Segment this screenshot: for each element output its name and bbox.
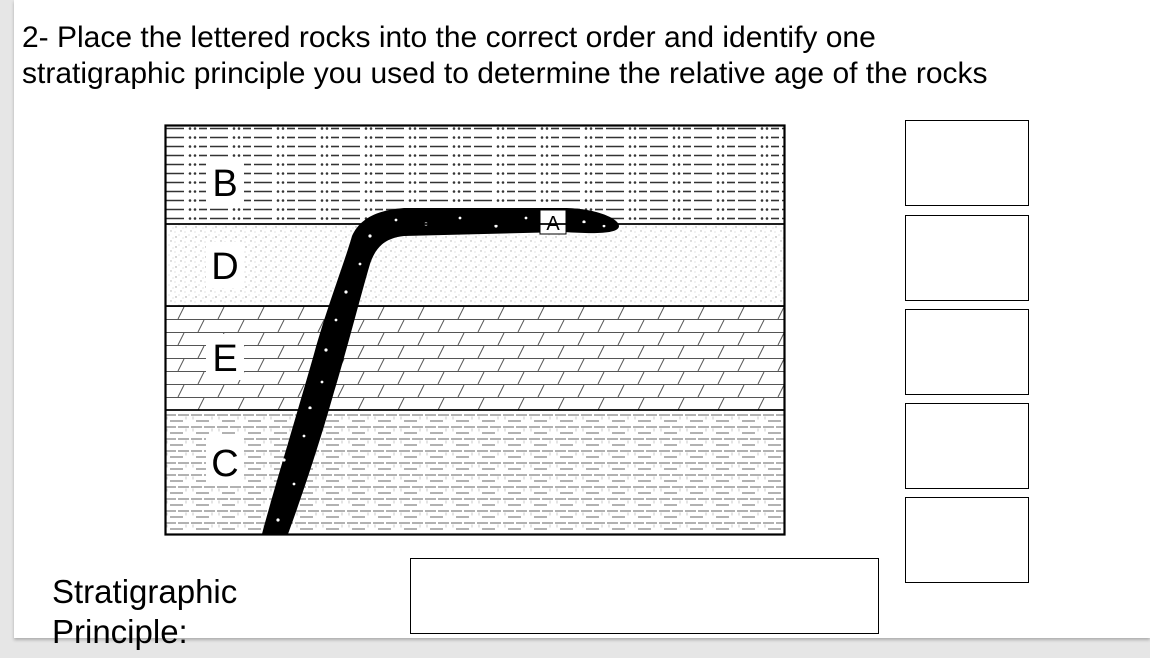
- label-bg-d: [206, 242, 244, 288]
- question-line-2: stratigraphic principle you used to dete…: [22, 57, 988, 90]
- intrusion-label-a: A: [546, 213, 560, 235]
- question-text: 2- Place the lettered rocks into the cor…: [22, 20, 1132, 92]
- question-line-1: 2- Place the lettered rocks into the cor…: [22, 21, 876, 54]
- layer-b: [166, 126, 784, 224]
- intrusion-a: [262, 208, 619, 534]
- principle-label-line-2: Principle:: [52, 613, 188, 650]
- answer-box-1[interactable]: [905, 120, 1029, 206]
- label-bg-b: [206, 160, 244, 206]
- layer-label-d: D: [211, 246, 238, 288]
- principle-label-line-1: Stratigraphic: [52, 573, 238, 610]
- answer-box-5[interactable]: [905, 497, 1029, 583]
- answer-box-2[interactable]: [905, 215, 1029, 301]
- layer-label-e: E: [212, 338, 237, 380]
- label-bg-c: [206, 438, 244, 484]
- rock-layers-diagram: B D E C A: [164, 124, 786, 536]
- layer-label-c: C: [211, 443, 238, 485]
- layer-d: [166, 224, 784, 306]
- principle-answer-field[interactable]: [410, 558, 879, 634]
- layer-e: [166, 306, 784, 410]
- label-bg-a: [539, 209, 567, 235]
- layer-c: [166, 410, 784, 534]
- layer-label-b: B: [212, 163, 237, 205]
- answer-box-4[interactable]: [905, 403, 1029, 489]
- principle-label: Stratigraphic Principle:: [52, 572, 237, 652]
- answer-box-3[interactable]: [905, 309, 1029, 395]
- diagram-frame: [164, 124, 786, 536]
- label-bg-e: [206, 334, 244, 380]
